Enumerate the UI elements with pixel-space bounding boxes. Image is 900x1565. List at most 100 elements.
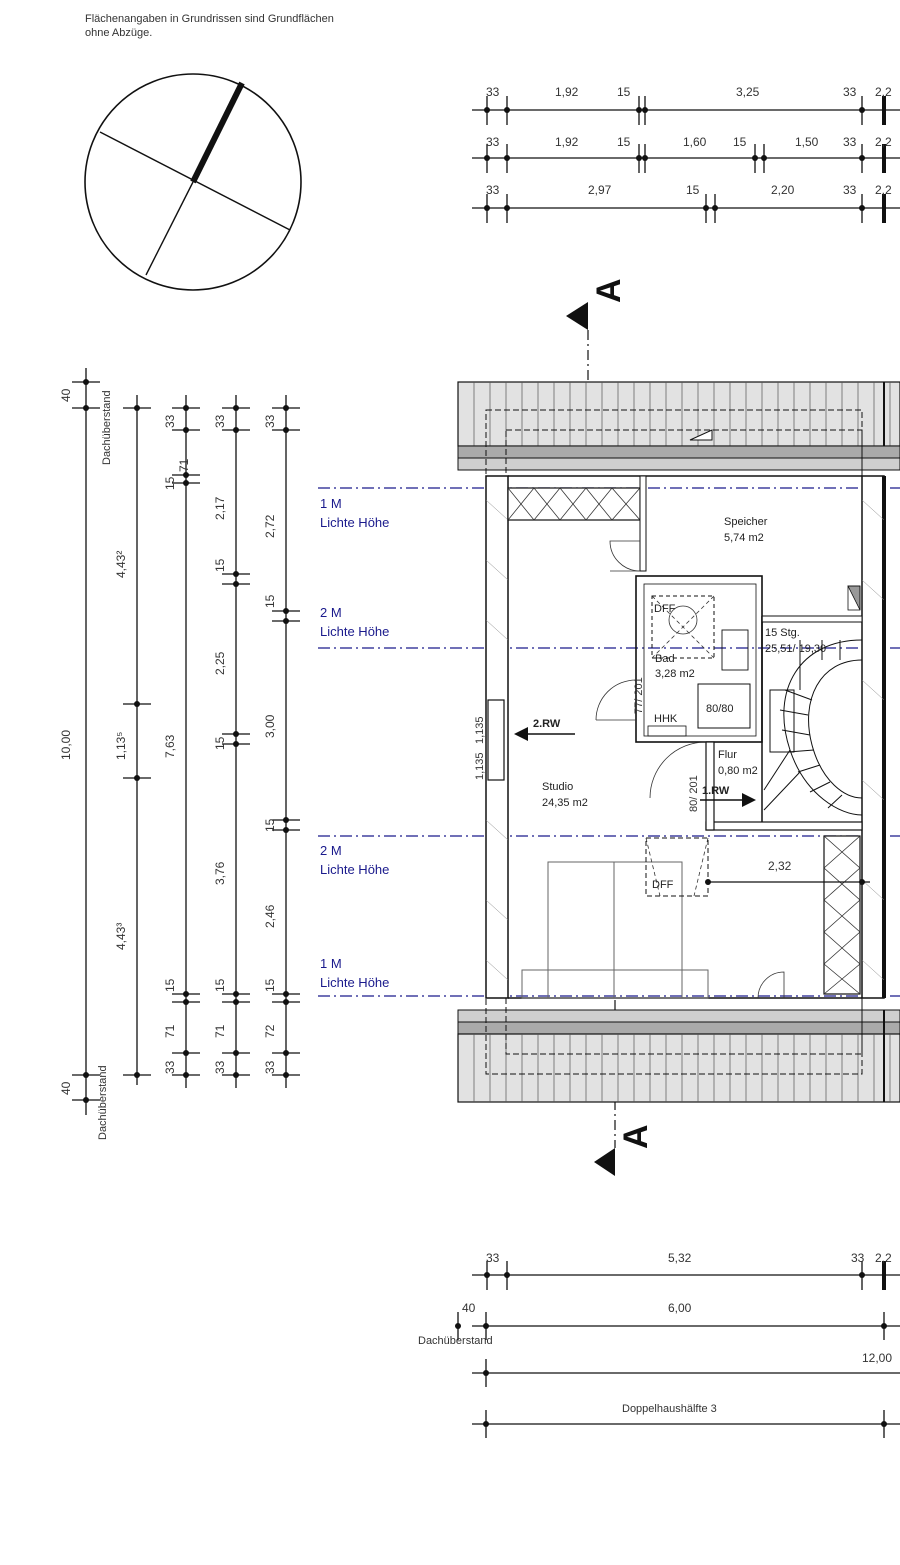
escape-route-2-label: 2.RW	[533, 718, 561, 730]
height-line-1-value: 2 M	[320, 605, 342, 620]
area-note-line-1: Flächenangaben in Grundrissen sind Grund…	[85, 13, 334, 25]
bottom-dim-overhang-label: Dachüberstand	[418, 1335, 493, 1347]
bottom-dim-r2-1: 6,00	[668, 1301, 692, 1315]
room-speicher-name: Speicher	[724, 516, 768, 528]
window-label-1: 1,135	[474, 716, 486, 744]
bottom-dim-r1-1: 5,32	[668, 1251, 692, 1265]
left-dim-c1-3: 40	[59, 1081, 73, 1095]
bottom-dim-r4: Doppelhaushälfte 3	[622, 1403, 717, 1415]
top-dim-r1-0: 33	[486, 85, 500, 99]
height-line-3-label: Lichte Höhe	[320, 975, 389, 990]
left-dim-c5-6: 15	[263, 978, 277, 992]
left-dim-c4-8: 33	[213, 1060, 227, 1074]
escape-route-1-label: 1.RW	[702, 785, 730, 797]
left-dim-c2-0: 4,43²	[114, 551, 128, 578]
left-dim-c4-1: 2,17	[213, 496, 227, 520]
north-arrow-icon	[84, 73, 302, 291]
door-bad-label: 77/ 201	[633, 677, 645, 714]
left-dim-c2-2: 4,43³	[114, 923, 128, 950]
room-studio-name: Studio	[542, 781, 573, 793]
bottom-dimension-chain: 33 5,32 33 2,2 40 6,00 Dachüberstand 12,…	[418, 1251, 900, 1438]
height-line-0-label: Lichte Höhe	[320, 515, 389, 530]
top-dim-r1-3: 3,25	[736, 85, 760, 99]
bottom-dim-r2-0: 40	[462, 1301, 476, 1315]
left-dim-c5-3: 3,00	[263, 714, 277, 738]
left-dim-c1-1: Dachüberstand	[101, 390, 113, 465]
top-dimension-chain: 33 1,92 15 3,25 33 2,2 33 1,92 15 1,60 1…	[472, 85, 900, 223]
top-dim-r3-2: 15	[686, 183, 700, 197]
left-dim-c1-4: Dachüberstand	[97, 1065, 109, 1140]
top-dim-r2-4: 15	[733, 135, 747, 149]
height-line-2-label: Lichte Höhe	[320, 862, 389, 877]
left-dim-c2-1: 1,13⁵	[114, 732, 128, 760]
room-speicher-area: 5,74 m2	[724, 532, 764, 544]
top-dim-r3-4: 33	[843, 183, 857, 197]
skylight-label-1: DFF	[654, 603, 676, 615]
left-dim-c1-2: 10,00	[59, 730, 73, 760]
left-dim-c3-3: 7,63	[163, 734, 177, 758]
height-line-0-value: 1 M	[320, 496, 342, 511]
top-dim-r1-1: 1,92	[555, 85, 579, 99]
room-flur-name: Flur	[718, 749, 737, 761]
left-dim-c4-0: 33	[213, 414, 227, 428]
left-dimension-chains: 40 Dachüberstand 10,00 40 Dachüberstand …	[59, 368, 300, 1140]
top-dim-r3-1: 2,97	[588, 183, 612, 197]
top-dim-r2-1: 1,92	[555, 135, 579, 149]
left-dim-c5-4: 15	[263, 818, 277, 832]
building-plan: Speicher 5,74 m2 Bad 3,28 m2 Studio 24,3…	[457, 381, 900, 1103]
top-dim-r1-4: 33	[843, 85, 857, 99]
left-dim-c5-5: 2,46	[263, 904, 277, 928]
left-dim-c4-5: 3,76	[213, 861, 227, 885]
left-dim-c3-5: 71	[163, 1024, 177, 1038]
left-dim-c4-3: 2,25	[213, 651, 227, 675]
left-dim-c4-7: 71	[213, 1024, 227, 1038]
area-note-line-2: ohne Abzüge.	[85, 27, 153, 39]
top-dim-r3-0: 33	[486, 183, 500, 197]
left-dim-c3-1: 15	[163, 476, 177, 490]
clear-height-lines: 1 M Lichte Höhe 2 M Lichte Höhe 2 M Lich…	[318, 487, 900, 997]
heating-label: HHK	[654, 713, 678, 725]
left-dim-c3-2: 71	[177, 458, 191, 472]
room-bad-name: Bad	[655, 653, 675, 665]
top-dim-r3-5: 2,2	[875, 183, 892, 197]
room-flur-area: 0,80 m2	[718, 765, 758, 777]
left-dim-c5-8: 33	[263, 1060, 277, 1074]
room-studio-area: 24,35 m2	[542, 797, 588, 809]
left-dim-c5-0: 33	[263, 414, 277, 428]
door-flur-label: 80/ 201	[688, 775, 700, 812]
area-note: Flächenangaben in Grundrissen sind Grund…	[85, 12, 485, 40]
left-dim-c4-2: 15	[213, 558, 227, 572]
left-dim-c4-6: 15	[213, 978, 227, 992]
bottom-dim-r3: 12,00	[862, 1351, 892, 1365]
section-marker-top-label: A	[590, 278, 628, 303]
left-dim-c3-6: 33	[163, 1060, 177, 1074]
dimension-232: 2,32	[768, 859, 792, 873]
room-bad-area: 3,28 m2	[655, 668, 695, 680]
height-line-1-label: Lichte Höhe	[320, 624, 389, 639]
stairs-label-2: 25,51/ 19,30	[765, 643, 826, 655]
top-dim-r2-5: 1,50	[795, 135, 819, 149]
left-dim-c5-1: 2,72	[263, 514, 277, 538]
height-line-3-value: 1 M	[320, 956, 342, 971]
bottom-dim-r1-3: 2,2	[875, 1251, 892, 1265]
left-dim-c4-4: 15	[213, 736, 227, 750]
window-label-2: 1,135	[474, 752, 486, 780]
left-dim-c1-0: 40	[59, 388, 73, 402]
left-dim-c5-7: 72	[263, 1024, 277, 1038]
left-dim-c3-4: 15	[163, 978, 177, 992]
section-marker-bottom-label: A	[617, 1124, 655, 1149]
top-dim-r2-0: 33	[486, 135, 500, 149]
top-dim-r3-3: 2,20	[771, 183, 795, 197]
top-dim-r2-7: 2,2	[875, 135, 892, 149]
skylight-label-2: DFF	[652, 879, 674, 891]
bottom-dim-r1-2: 33	[851, 1251, 865, 1265]
top-dim-r1-5: 2,2	[875, 85, 892, 99]
stairs-label-1: 15 Stg.	[765, 627, 800, 639]
top-dim-r2-3: 1,60	[683, 135, 707, 149]
height-line-2-value: 2 M	[320, 843, 342, 858]
bottom-dim-r1-0: 33	[486, 1251, 500, 1265]
top-dim-r2-6: 33	[843, 135, 857, 149]
shower-label: 80/80	[706, 703, 734, 715]
top-dim-r1-2: 15	[617, 85, 631, 99]
